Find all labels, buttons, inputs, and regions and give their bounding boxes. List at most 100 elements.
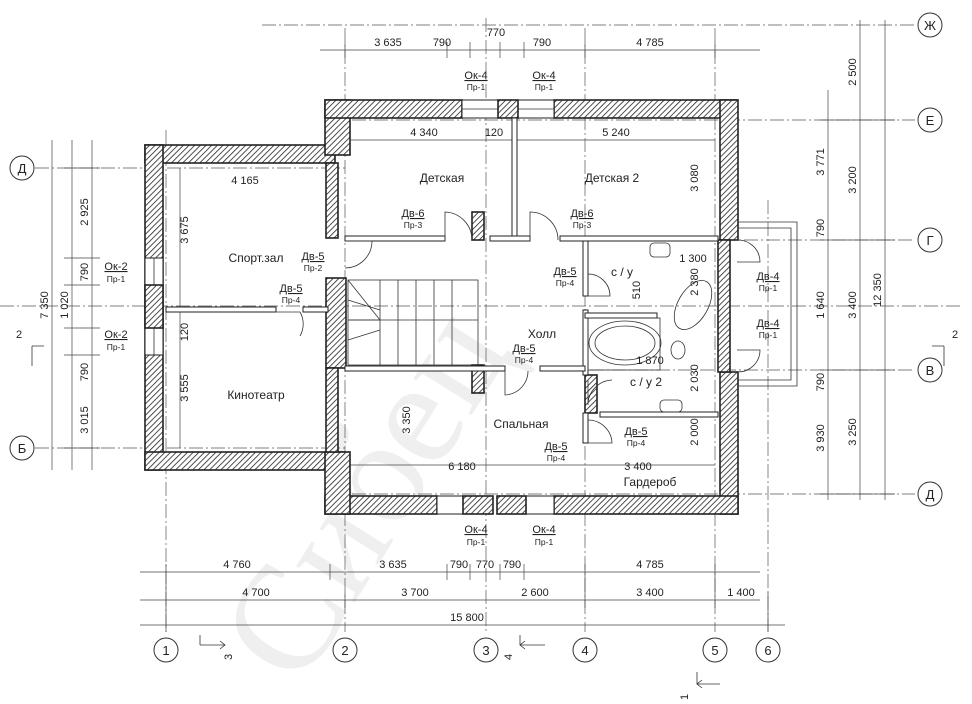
- dim-1870: 1 870: [636, 355, 664, 367]
- tag-dv6-kids2: Дв-6: [570, 208, 593, 220]
- tag-dv6-kids1: Дв-6: [401, 208, 424, 220]
- axis-4: 4: [581, 643, 588, 658]
- tag-dv5-wc2: Дв-5: [624, 426, 647, 438]
- tag-ok4-top-left: Ок-4: [464, 70, 487, 82]
- dim-top-5: 4 785: [636, 37, 664, 49]
- dim-right-2: 790: [815, 219, 827, 237]
- tag-dv5-cinema: Дв-5: [279, 283, 302, 295]
- section-markers: 3 4 1 2 2: [16, 329, 958, 700]
- windows: [144, 99, 555, 515]
- dim-3400-inner: 3 400: [624, 461, 652, 473]
- dim-bottom-5: 790: [503, 559, 521, 571]
- dim-bottom2-3: 2 600: [521, 587, 549, 599]
- tag-pr1-dv4-upper: Пр-1: [759, 283, 778, 293]
- room-gym: Спорт.зал: [229, 251, 284, 265]
- dim-bottom-3: 790: [450, 559, 468, 571]
- room-kids1: Детская: [420, 171, 464, 185]
- tag-pr4-wc2: Пр-4: [627, 438, 646, 448]
- axis-6: 6: [764, 643, 771, 658]
- axis-2: 2: [341, 643, 348, 658]
- dim-3350: 3 350: [401, 406, 413, 434]
- tag-dv5-wc1: Дв-5: [553, 266, 576, 278]
- dim-left-mid: 1 020: [59, 291, 71, 319]
- dim-1300: 1 300: [679, 253, 707, 265]
- dim-left-3: 790: [79, 363, 91, 381]
- axis-d-right: Д: [926, 487, 935, 502]
- dim-inner-3: 5 240: [602, 127, 630, 139]
- tag-pr1-bottom-left: Пр-1: [467, 537, 486, 547]
- tag-pr3-kids2: Пр-3: [573, 220, 592, 230]
- dim-6180: 6 180: [448, 461, 476, 473]
- dim-bottom2-1: 4 700: [242, 587, 270, 599]
- axis-v: В: [926, 363, 935, 378]
- axis-zh: Ж: [924, 18, 936, 33]
- axis-d-left: Д: [18, 161, 27, 176]
- tag-dv5-gym: Дв-5: [301, 251, 324, 263]
- tag-dv5-hall: Дв-5: [512, 343, 535, 355]
- section-1-label: 1: [679, 694, 691, 700]
- section-2-left-label: 2: [16, 329, 22, 341]
- tag-pr2-gym: Пр-2: [304, 263, 323, 273]
- dim-2000: 2 000: [689, 418, 701, 446]
- door-swings: [276, 211, 798, 444]
- dim-2380: 2 380: [689, 268, 701, 296]
- room-wc2: с / у 2: [630, 375, 662, 389]
- room-wardrobe: Гардероб: [624, 475, 677, 489]
- dim-left-inner-1: 3 675: [179, 216, 191, 244]
- room-labels: Детская Детская 2 Спорт.зал Кинотеатр Хо…: [227, 171, 676, 489]
- dim-3080: 3 080: [689, 164, 701, 192]
- axis-b: Б: [18, 441, 27, 456]
- dim-right-col2-2: 3 200: [847, 166, 859, 194]
- dim-gym-width: 4 165: [231, 175, 259, 187]
- dimension-text: 3 635 790 770 790 4 785 4 340 120 5 240 …: [39, 27, 884, 624]
- tag-ok2-lower: Ок-2: [104, 329, 127, 341]
- axis-e: Е: [926, 113, 935, 128]
- dim-bottom-6: 4 785: [636, 559, 664, 571]
- dim-left-inner-3: 3 555: [179, 374, 191, 402]
- dim-top-1: 3 635: [374, 37, 402, 49]
- tag-ok4-bottom-right: Ок-4: [532, 524, 555, 536]
- dim-right-1: 3 771: [815, 148, 827, 176]
- dimension-lines: [51, 20, 895, 632]
- dim-top-2: 790: [433, 37, 451, 49]
- staircase: [347, 279, 479, 366]
- room-kids2: Детская 2: [585, 171, 640, 185]
- room-cinema: Кинотеатр: [227, 388, 285, 402]
- fixtures: [587, 242, 713, 413]
- tag-pr4-bedroom: Пр-4: [547, 453, 566, 463]
- axis-markers: 1 2 3 4 5 6 Ж Е Д Г В Б Д: [9, 12, 943, 663]
- section-4-label: 4: [503, 654, 515, 660]
- dim-inner-2: 120: [485, 127, 503, 139]
- axis-3: 3: [482, 643, 489, 658]
- dim-right-3: 1 640: [815, 291, 827, 319]
- dim-bottom2-5: 1 400: [727, 587, 755, 599]
- axis-1: 1: [162, 643, 169, 658]
- dim-left-2: 790: [79, 263, 91, 281]
- tag-ok2-upper: Ок-2: [104, 261, 127, 273]
- dim-left-total: 7 350: [39, 291, 51, 319]
- dim-left-inner-2: 120: [179, 323, 191, 341]
- tag-dv4-upper: Дв-4: [756, 271, 779, 283]
- room-hall: Холл: [528, 327, 556, 341]
- tag-pr4-wc1: Пр-4: [556, 278, 575, 288]
- tag-ok4-bottom-left: Ок-4: [464, 524, 487, 536]
- tag-dv4-lower: Дв-4: [756, 318, 779, 330]
- tag-pr1-top-left: Пр-1: [467, 82, 486, 92]
- dim-2030: 2 030: [689, 364, 701, 392]
- room-wc1: с / у: [611, 265, 633, 279]
- dim-right-5: 3 930: [815, 424, 827, 452]
- tag-pr1-bottom-right: Пр-1: [535, 537, 554, 547]
- dim-bottom2-2: 3 700: [401, 587, 429, 599]
- section-2-right-label: 2: [952, 329, 958, 341]
- dim-510: 510: [631, 281, 643, 299]
- dim-bottom-1: 4 760: [223, 559, 251, 571]
- room-bedroom: Спальная: [494, 417, 549, 431]
- tag-pr1-ok2-lower: Пр-1: [107, 342, 126, 352]
- tag-pr1-top-right: Пр-1: [535, 82, 554, 92]
- tag-dv5-bedroom: Дв-5: [544, 441, 567, 453]
- dim-right-4: 790: [815, 373, 827, 391]
- section-3-label: 3: [223, 654, 235, 660]
- axis-5: 5: [711, 643, 718, 658]
- dim-bottom2-4: 3 400: [636, 587, 664, 599]
